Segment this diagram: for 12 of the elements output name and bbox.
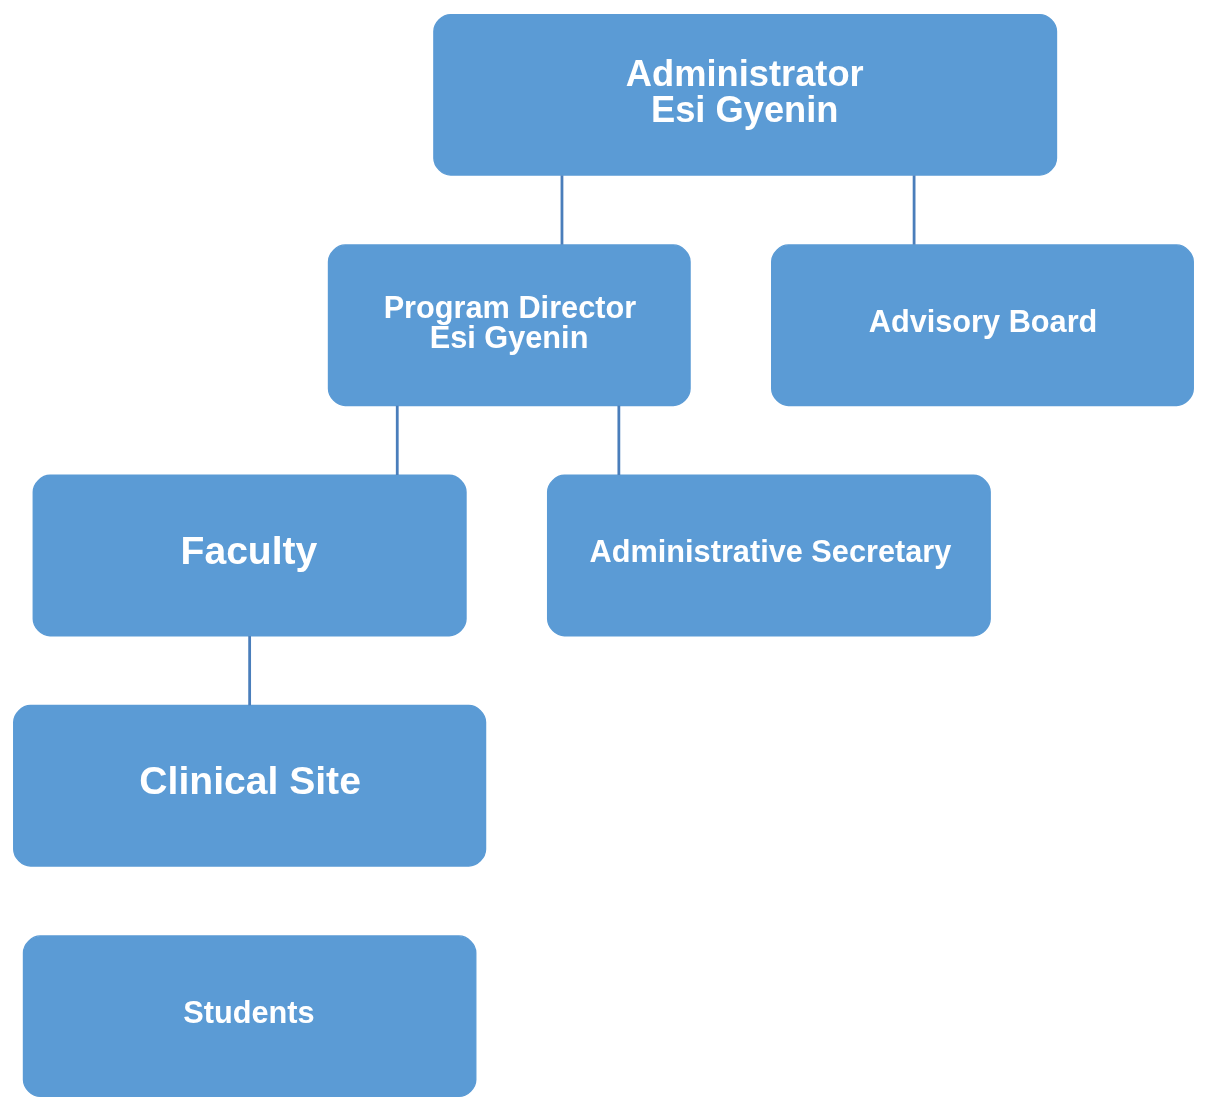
connector — [617, 405, 621, 475]
connector — [912, 174, 916, 245]
connector — [248, 635, 252, 705]
node-box: Administrator Esi Gyenin — [433, 13, 1058, 176]
node-box: Clinical Site — [13, 704, 487, 867]
node-box: Students — [22, 934, 477, 1097]
node-box: Faculty — [32, 474, 467, 636]
node-box: Advisory Board — [771, 243, 1194, 406]
connector — [395, 405, 399, 475]
node-box: Program Director Esi Gyenin — [327, 243, 691, 406]
connector — [560, 174, 564, 245]
node-box: Administrative Secretary — [546, 474, 991, 636]
